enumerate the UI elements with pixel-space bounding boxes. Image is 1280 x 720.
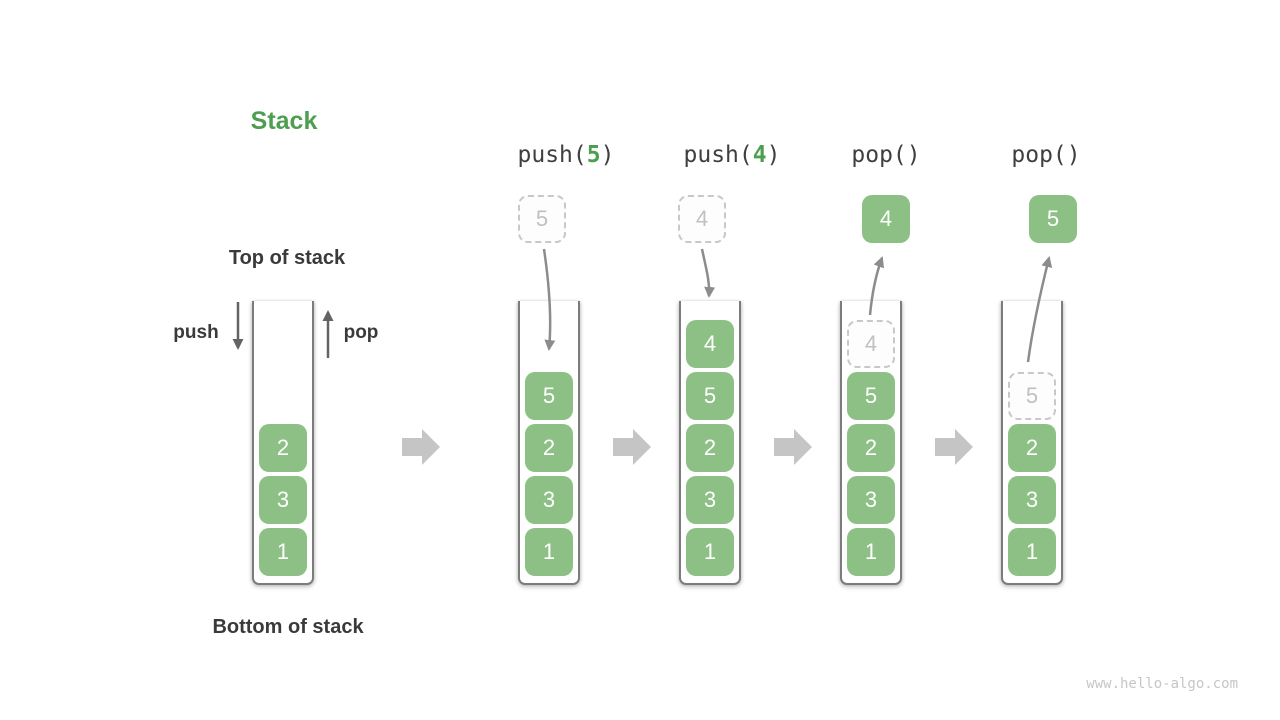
stack-element-pop-4-5: 5 (847, 372, 895, 420)
flow-arrow-4 (935, 429, 973, 465)
operation-label-pop-5: pop() (1011, 142, 1080, 168)
flow-arrow-2 (613, 429, 651, 465)
flow-arrow-1 (402, 429, 440, 465)
stack-element-pop-4-2: 2 (847, 424, 895, 472)
operation-label-pre: pop() (1011, 142, 1081, 168)
operation-label-push-5: push(5) (518, 142, 615, 168)
stack-element-push-4-4: 4 (686, 320, 734, 368)
stack-element-pop-4-1: 1 (847, 528, 895, 576)
operation-label-pre: push( (683, 142, 753, 168)
stack-element-push-5-1: 1 (525, 528, 573, 576)
stack-element-pop-5-5: 5 (1008, 372, 1056, 420)
floating-element-pop-4: 4 (862, 195, 910, 243)
floating-element-pop-5: 5 (1029, 195, 1077, 243)
operation-label-pre: push( (517, 142, 587, 168)
stack-element-push-5-2: 2 (525, 424, 573, 472)
top-of-stack-label: Top of stack (228, 247, 346, 269)
watermark: www.hello-algo.com (1086, 676, 1238, 692)
operation-label-post: ) (766, 142, 781, 168)
floating-element-push-5: 5 (518, 195, 566, 243)
stack-element-push-4-5: 5 (686, 372, 734, 420)
diagram-title: Stack (250, 107, 318, 135)
stack-element-pop-5-2: 2 (1008, 424, 1056, 472)
push-direction-label: push (173, 322, 219, 343)
stack-element-push-5-5: 5 (525, 372, 573, 420)
stack-element-push-4-1: 1 (686, 528, 734, 576)
stack-element-push-5-3: 3 (525, 476, 573, 524)
bottom-of-stack-label: Bottom of stack (212, 616, 364, 638)
operation-label-pre: pop() (851, 142, 921, 168)
stack-element-push-4-3: 3 (686, 476, 734, 524)
floating-element-push-4: 4 (678, 195, 726, 243)
stack-element-push-4-2: 2 (686, 424, 734, 472)
stack-element-pop-4-3: 3 (847, 476, 895, 524)
stack-element-initial-stack-1: 1 (259, 528, 307, 576)
operation-label-arg: 5 (586, 142, 601, 168)
stack-element-pop-5-3: 3 (1008, 476, 1056, 524)
stack-element-initial-stack-3: 3 (259, 476, 307, 524)
pop-direction-label: pop (343, 322, 379, 343)
operation-label-post: ) (600, 142, 615, 168)
operation-label-arg: 4 (752, 142, 767, 168)
stack-element-pop-5-1: 1 (1008, 528, 1056, 576)
stack-element-pop-4-4: 4 (847, 320, 895, 368)
operation-label-push-4: push(4) (684, 142, 781, 168)
flow-arrow-3 (774, 429, 812, 465)
stack-element-initial-stack-2: 2 (259, 424, 307, 472)
operation-label-pop-4: pop() (851, 142, 920, 168)
push-4-curve-arrow (700, 248, 716, 298)
